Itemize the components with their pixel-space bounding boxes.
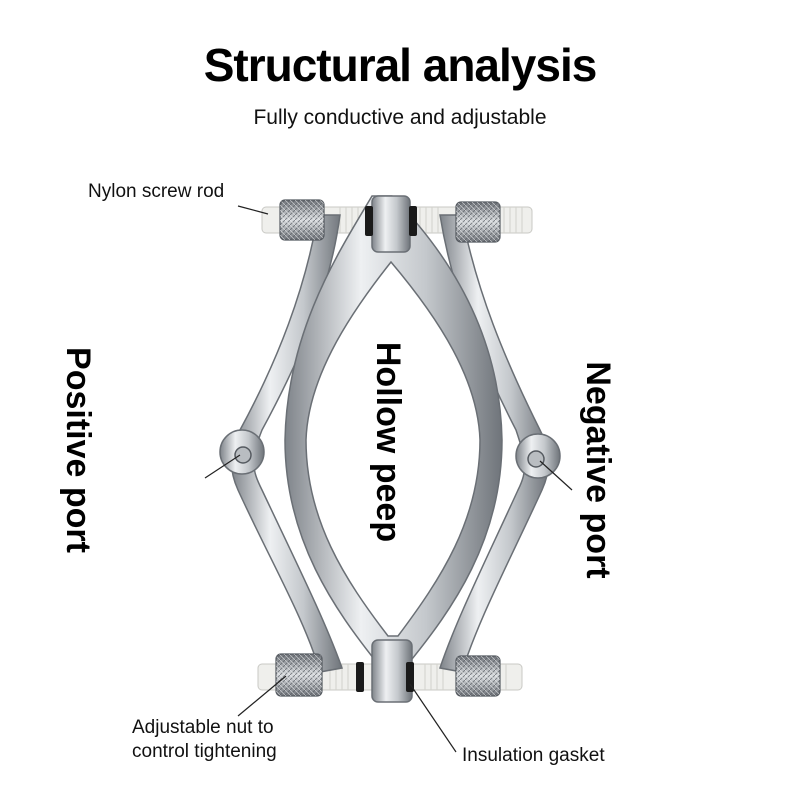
gasket-top-left	[365, 206, 373, 236]
label-hollow-peep: Hollow peep	[369, 341, 407, 543]
page-subtitle: Fully conductive and adjustable	[253, 106, 547, 129]
negative-port-screw	[527, 450, 545, 468]
label-insulation-gasket: Insulation gasket	[462, 745, 605, 766]
label-positive-port: Positive port	[59, 347, 97, 553]
gasket-bottom-left	[356, 662, 364, 692]
page-title: Structural analysis	[203, 39, 598, 91]
label-negative-port: Negative port	[579, 361, 617, 579]
nut-top-left	[279, 199, 325, 241]
top-bracket	[371, 195, 411, 253]
nut-bottom-right	[455, 655, 501, 697]
nut-top-right	[455, 201, 501, 243]
gasket-bottom-right	[406, 662, 414, 692]
leader-insulation-gasket	[409, 683, 457, 753]
gasket-top-right	[409, 206, 417, 236]
leader-positive-port	[204, 454, 241, 479]
leader-negative-port	[539, 460, 573, 491]
label-nylon-screw-rod: Nylon screw rod	[88, 181, 225, 202]
label-adjustable-nut: Adjustable nut to control tightening	[132, 716, 277, 764]
positive-port-screw	[234, 446, 252, 464]
nut-bottom-left	[275, 653, 323, 697]
leader-adjustable-nut	[237, 675, 287, 717]
label-adjustable-nut-line1: Adjustable nut to	[132, 717, 274, 738]
label-adjustable-nut-line2: control tightening	[132, 741, 277, 762]
leader-nylon-rod	[237, 205, 269, 215]
